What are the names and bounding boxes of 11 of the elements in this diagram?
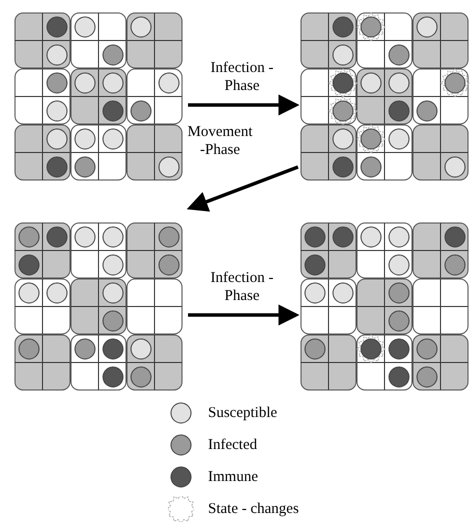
arrow: [188, 304, 300, 326]
grid-drawing: [300, 222, 470, 392]
legend-label: Immune: [208, 468, 258, 486]
legend-label: Susceptible: [208, 404, 278, 422]
arrow: [186, 165, 299, 212]
arrow: [188, 94, 300, 116]
grid-drawing: [14, 12, 184, 182]
legend-label: State - changes: [208, 500, 299, 518]
grid-drawing: [300, 12, 470, 182]
legend-label: Infected: [208, 436, 258, 454]
grid-drawing: [14, 222, 184, 392]
